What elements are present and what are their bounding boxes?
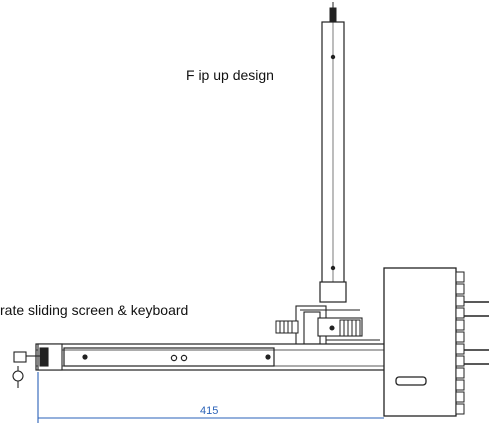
rack-enclosure <box>383 267 457 417</box>
flip-up-screen-column <box>319 21 347 303</box>
sliding-label: rate sliding screen & keyboard <box>0 302 188 318</box>
dimension-value: 415 <box>200 405 218 417</box>
flip-up-label: F ip up design <box>186 67 274 83</box>
column-top-connector <box>329 2 337 23</box>
rail-end-bracket <box>12 343 63 388</box>
rack-side-bars <box>464 301 489 365</box>
sliding-rail <box>35 343 387 371</box>
hinge-knob-right <box>339 319 361 337</box>
hinge-knob-left <box>275 320 299 334</box>
rack-vent-slots <box>455 271 465 415</box>
dimension-line <box>37 372 384 423</box>
